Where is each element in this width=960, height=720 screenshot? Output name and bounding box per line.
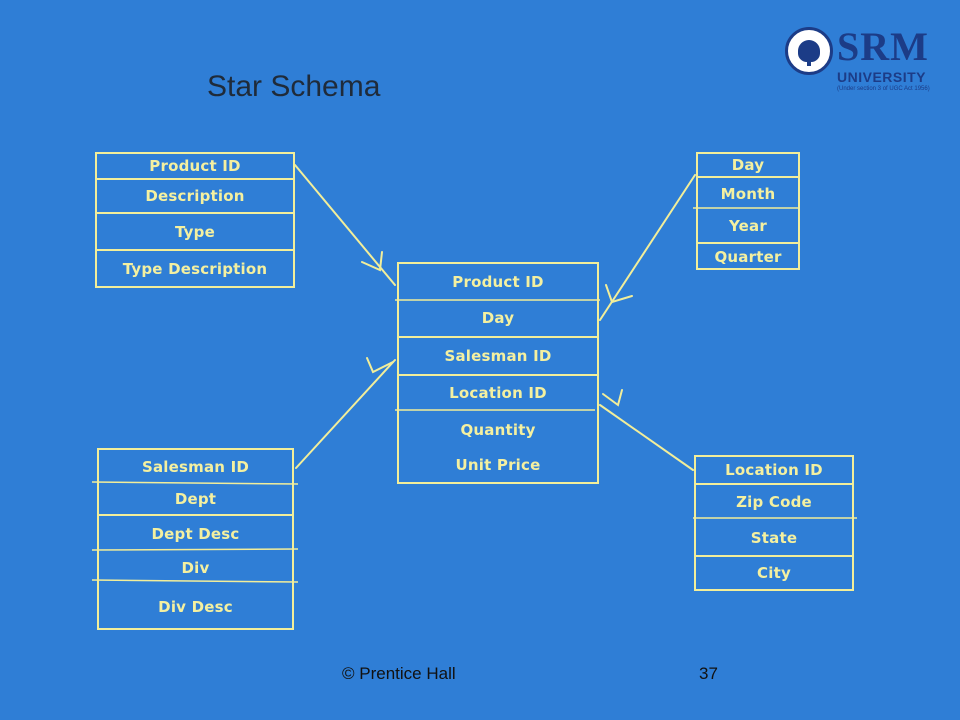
- time-field-day: Day: [698, 154, 798, 178]
- link-time-fact: [599, 174, 696, 321]
- logo-subtitle: UNIVERSITY: [837, 69, 927, 85]
- time-field-year: Year: [698, 210, 798, 244]
- logo-tagline: (Under section 3 of UGC Act 1956): [837, 86, 930, 92]
- fact-field-day: Day: [399, 300, 597, 338]
- salesman-field-salesman-id: Salesman ID: [141, 458, 250, 476]
- footer-page-number: 37: [699, 664, 718, 683]
- location-field-location-id: Location ID: [696, 457, 852, 485]
- salesman-field-dept-desc: Dept Desc: [151, 525, 240, 543]
- crowfoot-salesman: [366, 357, 394, 374]
- link-location-fact: [599, 404, 694, 471]
- time-field-month: Month: [720, 185, 776, 203]
- crowfoot-time: [605, 284, 633, 304]
- fact-field-product-id: Product ID: [452, 273, 544, 291]
- product-field-description: Description: [97, 180, 293, 214]
- university-seal-icon: [785, 27, 833, 75]
- link-product-fact: [294, 164, 396, 286]
- location-field-city: City: [757, 564, 791, 582]
- slide-title: Star Schema: [207, 70, 381, 103]
- fact-field-location-id: Location ID: [449, 384, 547, 402]
- location-field-state: State: [696, 521, 852, 557]
- salesman-field-dept: Dept: [99, 484, 292, 516]
- salesman-field-div: Div: [181, 559, 210, 577]
- product-field-product-id: Product ID: [97, 154, 293, 180]
- location-table: Location ID Zip Code State City: [694, 455, 854, 591]
- product-field-type-description: Type Description: [122, 259, 268, 278]
- footer-copyright: © Prentice Hall: [342, 664, 456, 683]
- salesman-table: Salesman ID Dept Dept Desc Div Div Desc: [97, 448, 294, 630]
- product-table: Product ID Description Type Type Descrip…: [95, 152, 295, 288]
- fact-field-salesman-id: Salesman ID: [399, 338, 597, 376]
- time-field-quarter: Quarter: [714, 248, 782, 266]
- crowfoot-location: [602, 389, 623, 407]
- link-salesman-fact: [295, 359, 396, 469]
- fact-field-quantity: Quantity: [460, 421, 536, 439]
- logo-name: SRM: [837, 24, 929, 69]
- fact-table: Product ID Day Salesman ID Location ID Q…: [397, 262, 599, 484]
- fact-field-unit-price: Unit Price: [455, 456, 541, 474]
- location-field-zip-code: Zip Code: [736, 493, 812, 511]
- time-table: Day Month Year Quarter: [696, 152, 800, 270]
- salesman-field-div-desc: Div Desc: [158, 598, 233, 616]
- crowfoot-product: [361, 251, 383, 272]
- university-logo: SRM UNIVERSITY (Under section 3 of UGC A…: [785, 24, 935, 100]
- product-field-type: Type: [97, 214, 293, 251]
